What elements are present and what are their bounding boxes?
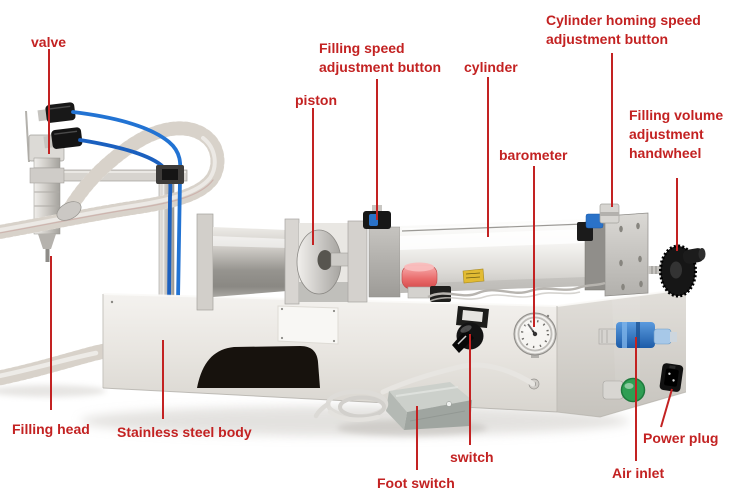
foot-pedal: [313, 362, 540, 430]
label-filling-head: Filling head: [12, 421, 90, 437]
label-switch: switch: [450, 449, 494, 465]
air-inlet-fitting: [598, 322, 677, 348]
label-power-plug: Power plug: [643, 430, 719, 446]
air-cylinder: [363, 203, 706, 302]
cables: [427, 281, 606, 302]
lead-line-power-plug: [660, 388, 673, 428]
warning-tag: [462, 268, 485, 284]
label-filling-speed: Filling speed adjustment button: [319, 40, 442, 76]
pressure-gauge: [513, 312, 557, 358]
end-mount-plate: [604, 212, 649, 297]
label-barometer: barometer: [499, 147, 568, 163]
annotation-lines: [48, 49, 678, 470]
filling-hose-loop: [0, 121, 225, 240]
label-cylinder-homing: Cylinder homing speed adjustment button: [546, 12, 701, 48]
valve-fittings: [37, 102, 83, 221]
filling-volume-handwheel: [659, 244, 706, 298]
base-arch-cutout: [197, 346, 320, 388]
label-piston: piston: [295, 92, 337, 108]
base-side-face: [557, 289, 686, 417]
label-cylinder: cylinder: [464, 59, 518, 75]
air-tubes: [71, 110, 184, 303]
label-filling-volume: Filling volume adjustment handwheel: [629, 107, 724, 162]
name-plate: [277, 305, 339, 345]
suction-hose: [0, 343, 113, 386]
label-air-inlet: Air inlet: [612, 465, 665, 481]
label-valve: valve: [31, 34, 67, 50]
product-cylinder: [196, 213, 368, 311]
cylinder-homing-speed-button: [577, 203, 620, 241]
label-stainless-body: Stainless steel body: [117, 424, 252, 440]
power-socket: [659, 363, 684, 392]
filling-nozzle: [45, 249, 50, 262]
label-foot-switch: Foot switch: [377, 475, 455, 491]
green-button: [602, 377, 646, 403]
